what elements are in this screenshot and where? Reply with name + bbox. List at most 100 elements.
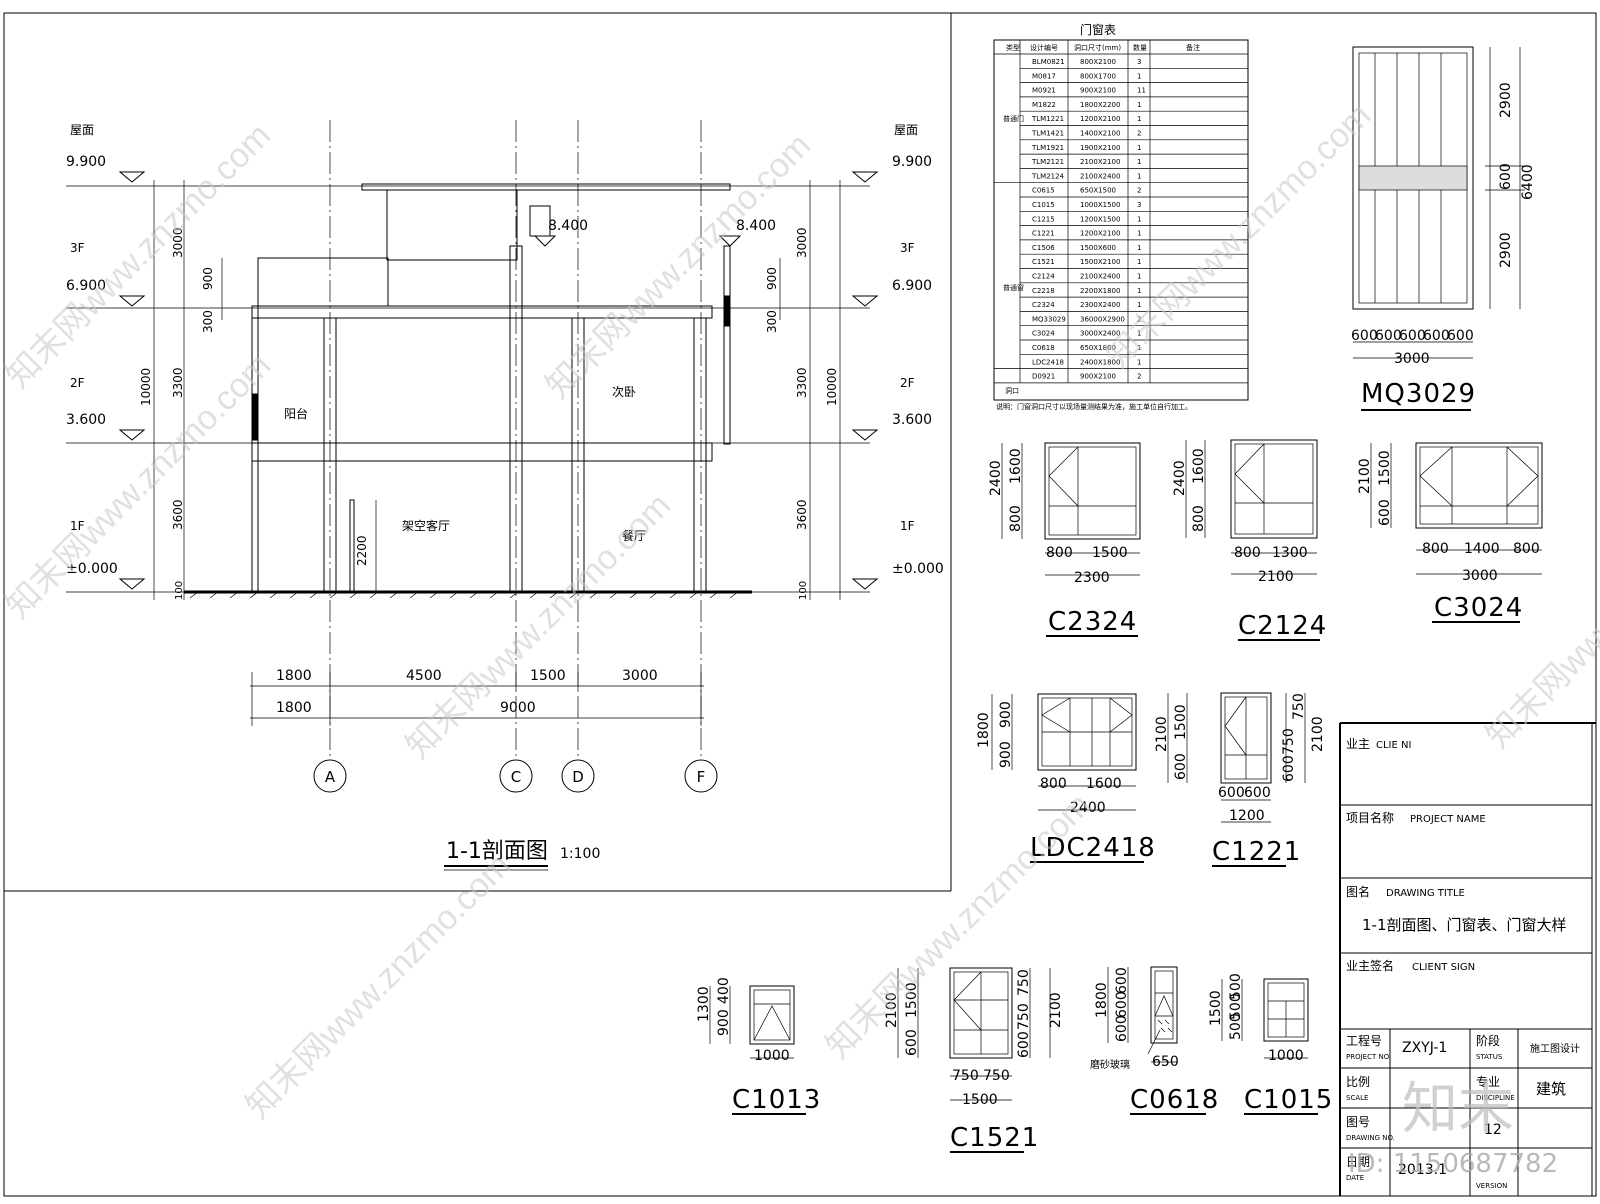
vdim-left-10000: 10000	[139, 368, 153, 406]
tb-status-label: 阶段	[1476, 1033, 1500, 1048]
schedule-code-6: TLM1921	[1031, 144, 1064, 152]
schedule-code-0: BLM0821	[1032, 58, 1065, 66]
schedule-code-21: LDC2418	[1032, 358, 1064, 366]
schedule-size-9: 650X1500	[1080, 187, 1116, 195]
watermark-logo: 知末	[1402, 1077, 1514, 1142]
hdim-row2-1800: 1800	[276, 700, 312, 716]
c1521-dim-2100r: 2100	[1048, 992, 1064, 1028]
schedule-size-0: 800X2100	[1080, 58, 1116, 66]
c1013-dim-400: 400	[716, 977, 732, 1004]
schedule-group-window: 普通窗	[1003, 283, 1024, 292]
schedule-qty-21: 1	[1137, 358, 1141, 366]
c1015-dim-500b: 500	[1228, 993, 1244, 1020]
watermark-1: 知末网www.znzmo.com	[0, 116, 278, 395]
c1221-dim-600a: 600	[1218, 785, 1245, 801]
schedule-size-10: 1000X1500	[1080, 201, 1120, 209]
schedule-code-7: TLM2121	[1031, 158, 1064, 166]
door-window-schedule: 门窗表 类型 设计编号 洞口尺寸(mm) 数量 备注 普通门 普通窗 洞口 BL…	[993, 22, 1249, 411]
level-value-1f-left: ±0.000	[66, 561, 118, 577]
c3024-dim-1500: 1500	[1377, 450, 1393, 486]
mq3029-dim-3000: 3000	[1394, 351, 1430, 367]
c1521-dim-2100l: 2100	[884, 992, 900, 1028]
detail-c1221: 2100 1500 600 750 750 600 2100 600 600 1…	[1154, 692, 1326, 867]
room-living: 架空客厅	[402, 518, 450, 533]
axis-label-d: D	[572, 768, 584, 786]
tb-owner-en: CLIE NI	[1376, 740, 1411, 751]
c2324-dim-800: 800	[1008, 505, 1024, 532]
c1521-dim-600l: 600	[904, 1029, 920, 1056]
schedule-note: 说明：门窗洞口尺寸以现场量测结果为准，施工单位自行加工。	[996, 402, 1192, 411]
schedule-size-14: 1500X2100	[1080, 258, 1120, 266]
schedule-size-3: 1800X2200	[1080, 101, 1120, 109]
detail-ldc2418: 1800 900 900 800 1600 2400 LDC2418	[976, 693, 1156, 863]
schedule-code-14: C1521	[1032, 258, 1055, 266]
c0618-dim-600c: 600	[1114, 1015, 1130, 1042]
tb-sign-en: CLIENT SIGN	[1412, 962, 1475, 973]
detail-c1521: 2100 1500 600 750 750 600 2100 750 750 1…	[884, 967, 1064, 1153]
schedule-qty-6: 1	[1137, 144, 1141, 152]
tb-drawing-no: 12	[1484, 1122, 1502, 1138]
c1521-dim-750b: 750	[1016, 1003, 1032, 1030]
c1221-dim-600b: 600	[1244, 785, 1271, 801]
vdim-left-900: 900	[201, 267, 215, 290]
mq3029-dim-600-2: 600	[1375, 328, 1402, 344]
vdim-left-300: 300	[201, 310, 215, 333]
level-name-roof-right: 屋面	[894, 123, 918, 137]
vdim-left-100: 100	[174, 581, 185, 600]
schedule-code-9: C0615	[1032, 187, 1055, 195]
c3024-label: C3024	[1434, 593, 1523, 623]
schedule-size-13: 1500X600	[1080, 244, 1116, 252]
schedule-code-15: C2124	[1032, 273, 1055, 281]
schedule-code-22: D0921	[1032, 373, 1055, 381]
c1015-dim-1000: 1000	[1268, 1048, 1304, 1064]
schedule-code-18: MQ33029	[1032, 315, 1066, 323]
schedule-size-4: 1200X2100	[1080, 115, 1120, 123]
c1015-dim-500a: 500	[1228, 973, 1244, 1000]
tb-date: 2013.1	[1398, 1162, 1447, 1178]
c0618-label: C0618	[1130, 1085, 1219, 1115]
tb-scale-label: 比例	[1346, 1075, 1370, 1089]
level-value-3f-left: 6.900	[66, 278, 106, 294]
schedule-size-17: 2300X2400	[1080, 301, 1120, 309]
c3024-dim-800a: 800	[1422, 541, 1449, 557]
mq3029-dim-2900b: 2900	[1498, 232, 1514, 268]
vdim-right-3000: 3000	[795, 227, 809, 258]
mid-level-1: 8.400	[548, 218, 588, 234]
level-value-roof-right: 9.900	[892, 154, 932, 170]
c2124-dim-2100: 2100	[1258, 569, 1294, 585]
c1221-dim-2100r: 2100	[1310, 716, 1326, 752]
axis-label-f: F	[697, 768, 706, 786]
level-name-2f-right: 2F	[900, 376, 915, 390]
mq3029-dim-600-1: 600	[1351, 328, 1378, 344]
c2124-dim-800h: 800	[1234, 545, 1261, 561]
schedule-qty-17: 1	[1137, 301, 1141, 309]
level-value-3f-right: 6.900	[892, 278, 932, 294]
outer-frame	[3, 12, 1597, 1197]
tb-project-no-label: 工程号	[1346, 1033, 1382, 1048]
room-balcony: 阳台	[284, 406, 308, 421]
schedule-qty-7: 1	[1137, 158, 1141, 166]
schedule-code-13: C1506	[1032, 244, 1055, 252]
c1221-dim-600r: 600	[1281, 755, 1297, 782]
level-name-1f-left: 1F	[70, 519, 85, 533]
section-scale: 1:100	[560, 846, 600, 862]
schedule-group-door: 普通门	[1003, 114, 1024, 123]
schedule-header-code: 设计编号	[1030, 43, 1058, 52]
tb-date-label: 日期	[1346, 1155, 1370, 1169]
level-value-2f-left: 3.600	[66, 412, 106, 428]
schedule-code-19: C3024	[1032, 330, 1055, 338]
ldc2418-dim-800: 800	[1040, 776, 1067, 792]
c1521-dim-600r: 600	[1016, 1031, 1032, 1058]
ldc2418-dim-2400: 2400	[1070, 800, 1106, 816]
ldc2418-label: LDC2418	[1030, 833, 1156, 863]
schedule-code-16: C2218	[1032, 287, 1055, 295]
schedule-header-qty: 数量	[1133, 43, 1147, 52]
c2324-dim-800h: 800	[1046, 545, 1073, 561]
detail-c0618: 1800 600 600 600 650 磨砂玻璃 C0618	[1090, 966, 1219, 1115]
tb-discipline-en: DISCIPLINE	[1476, 1094, 1515, 1102]
tb-project-label: 项目名称	[1346, 810, 1394, 825]
c2324-label: C2324	[1048, 607, 1137, 637]
c2324-dim-2300: 2300	[1074, 570, 1110, 586]
tb-drawing-en: DRAWING TITLE	[1386, 888, 1465, 899]
hdim-row2-9000: 9000	[500, 700, 536, 716]
